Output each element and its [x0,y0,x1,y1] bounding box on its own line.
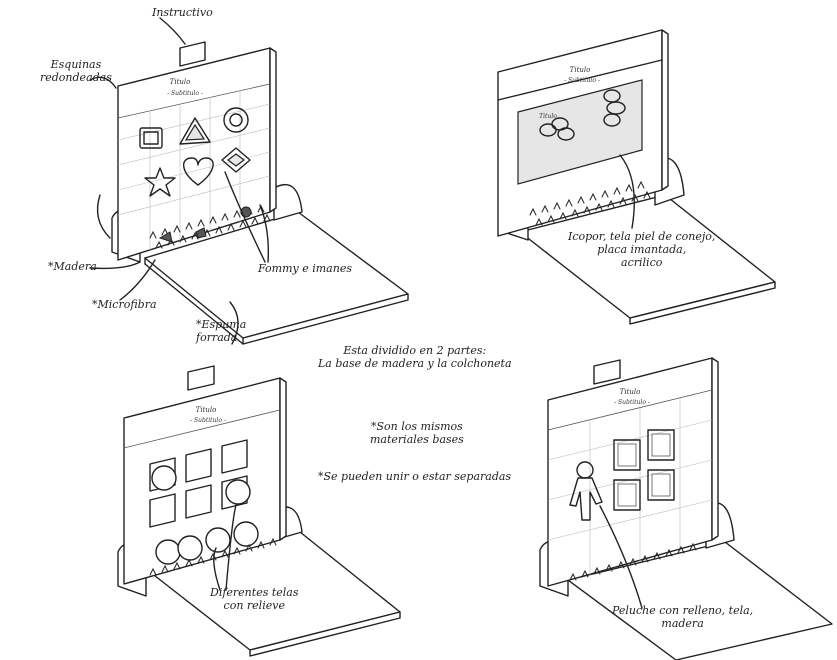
label-icopor: Icopor, tela piel de conejo, placa imant… [568,230,715,270]
label-fommy: Fommy e imanes [258,262,352,275]
panel-title-4: Titulo [620,388,641,396]
module-3: Titulo - Subtitulo - [118,366,400,656]
instructivo-tag-4 [594,360,620,384]
label-unir: *Se pueden unir o estar separadas [318,470,511,483]
label-peluche: Peluche con relleno, tela, madera [612,604,753,630]
label-espuma: *Espuma forrada [196,318,246,344]
label-esquinas: Esquinas redondeadas [40,58,112,84]
panel-title-3: Titulo [196,406,217,414]
instructivo-tag-3 [188,366,214,390]
module-2: Titulo - Subtitulo - Titulo [498,30,775,324]
panel-title-2: Titulo [570,66,591,74]
label-madera: *Madera [48,260,97,273]
label-microfibra: *Microfibra [92,298,157,311]
panel-subtitle-2: - Subtitulo - [564,77,600,84]
label-instructivo: Instructivo [152,6,213,19]
board-title-2: Titulo [539,113,557,120]
label-telas: Diferentes telas con relieve [210,586,299,612]
panel-subtitle-3: - Subtitulo - [190,417,226,424]
panel-title-1: Titulo [170,78,191,86]
module-1: Titulo - Subtitulo - [90,18,408,344]
label-dividido: Esta dividido en 2 partes: La base de ma… [318,344,512,370]
panel-subtitle-1: - Subtitulo - [167,90,203,97]
panel-subtitle-4: - Subtitulo - [614,399,650,406]
label-mismos: *Son los mismos materiales bases [370,420,464,446]
arrow-instructivo [160,18,185,44]
instructivo-tag-1 [180,42,205,66]
